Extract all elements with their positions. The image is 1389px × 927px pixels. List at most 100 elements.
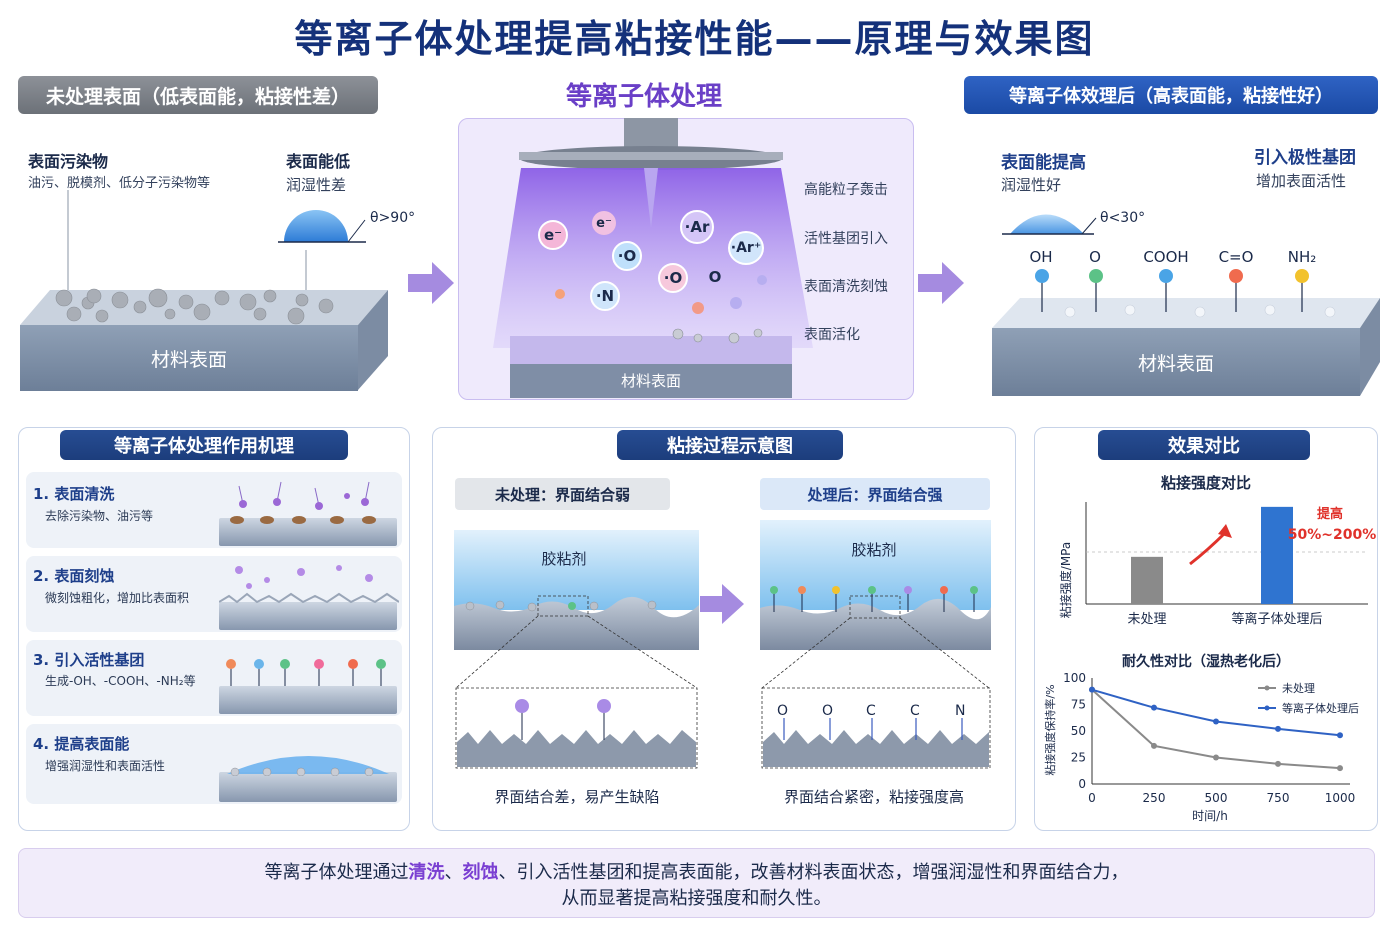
material-surface-center: 材料表面 <box>620 371 681 390</box>
durability-point-0-2 <box>1213 754 1219 761</box>
material-surface-right: 材料表面 <box>992 328 1360 396</box>
group-label-cooh: COOH <box>1143 248 1189 266</box>
adhesion-header: 粘接过程示意图 <box>617 430 843 460</box>
bar-category-untreated: 未处理 <box>1127 612 1166 627</box>
contact-angle-label: θ>90° <box>370 210 415 226</box>
cooh-group-ball <box>1159 269 1173 283</box>
species-nitrogen-radical: ·N <box>590 281 620 311</box>
step-3-surface <box>219 686 397 714</box>
mechanism-header: 等离子体处理作用机理 <box>60 430 348 460</box>
summary-highlight-clean: 清洗 <box>408 862 445 883</box>
oh-group-ball <box>1035 269 1049 283</box>
o-group-ball <box>1089 269 1103 283</box>
step-4-surface <box>219 772 397 802</box>
durability-ytick-25: 25 <box>1071 751 1086 765</box>
high-energy-title: 表面能提高 <box>1001 153 1086 173</box>
process-arrow-2 <box>918 262 964 304</box>
species-argon-radical: ·Ar <box>680 210 714 244</box>
bar-0 <box>1131 556 1163 604</box>
species-argon-ion: ·Ar⁺ <box>728 231 764 265</box>
durability-point-1-1 <box>1151 704 1157 711</box>
bar-chart: 粘接强度/MPa 提高 50%~200% 未处理 等离子体处理后 <box>1058 502 1376 627</box>
durability-point-0-1 <box>1151 742 1157 749</box>
treated-tag: 处理后：界面结合强 <box>760 478 990 510</box>
durability-ytick-0: 0 <box>1078 777 1086 791</box>
nh2-group-ball <box>1295 269 1309 283</box>
legend-dot-0 <box>1264 685 1270 691</box>
group-label-o: O <box>1089 248 1101 266</box>
page-title: 等离子体处理提高粘接性能——原理与效果图 <box>294 17 1095 61</box>
summary-line-2: 从而显著提高粘接强度和耐久性。 <box>561 888 832 909</box>
plasma-chamber-illustration <box>493 118 813 398</box>
water-droplet-high-angle <box>284 210 348 242</box>
group-label-oh: OH <box>1029 248 1053 266</box>
step-2-surface <box>219 602 397 630</box>
species-electron-1: e⁻ <box>538 220 568 250</box>
effect-header: 效果对比 <box>1098 430 1310 460</box>
summary-highlight-etch: 刻蚀 <box>462 862 499 883</box>
durability-point-1-3 <box>1275 725 1281 732</box>
group-label-co: C=O <box>1218 248 1254 266</box>
step-4-desc: 增强润湿性和表面活性 <box>45 759 166 773</box>
durability-point-1-4 <box>1337 732 1343 739</box>
step-3-desc: 生成-OH、-COOH、-NH₂等 <box>45 674 196 688</box>
durability-point-0-4 <box>1337 765 1343 772</box>
bar-1 <box>1261 506 1293 604</box>
contaminant-title: 表面污染物 <box>28 152 109 171</box>
untreated-bond-illustration <box>454 530 699 769</box>
step-4-wetting-icon <box>227 756 389 776</box>
step-4-title: 4. 提高表面能 <box>33 735 130 753</box>
zoom-label-c-2: C <box>910 703 920 719</box>
legend-label-1: 等离子体处理后 <box>1282 701 1359 715</box>
material-surface-left: 材料表面 <box>20 325 358 391</box>
step-2-etching-icon <box>219 565 399 604</box>
bar-chart-title: 粘接强度对比 <box>1160 474 1251 492</box>
durability-point-1-0 <box>1089 686 1095 693</box>
treated-surface-illustration: θ<30° <box>992 210 1380 396</box>
species-oxygen-radical-1: ·O <box>612 241 642 271</box>
summary-line-1: 等离子体处理通过清洗、刻蚀、引入活性基团和提高表面能，改善材料表面状态，增强润湿… <box>18 858 1375 884</box>
bar-chart-ylabel: 粘接强度/MPa <box>1058 542 1073 618</box>
effect-active-groups: 活性基团引入 <box>804 231 888 247</box>
step-1-contaminant-icon <box>230 481 376 524</box>
process-arrow-1 <box>408 262 454 304</box>
zoom-label-c-1: C <box>866 703 876 719</box>
low-energy-title: 表面能低 <box>286 152 351 171</box>
durability-xtick-500: 500 <box>1205 791 1228 805</box>
legend-label-0: 未处理 <box>1282 682 1315 695</box>
treated-bond-illustration <box>760 520 991 769</box>
adhesive-label-untreated: 胶粘剂 <box>541 550 587 568</box>
step-1-title: 1. 表面清洗 <box>33 485 115 503</box>
untreated-header: 未处理表面（低表面能，粘接性差） <box>18 76 378 114</box>
durability-ytick-50: 50 <box>1071 724 1086 738</box>
bar-category-treated: 等离子体处理后 <box>1231 611 1322 627</box>
effect-bombardment: 高能粒子轰击 <box>804 182 888 198</box>
step-1-desc: 去除污染物、油污等 <box>45 509 154 523</box>
durability-xtick-750: 750 <box>1267 791 1290 805</box>
zoom-label-o-2: O <box>822 703 834 719</box>
increase-value: 50%~200% <box>1288 527 1376 543</box>
increase-label: 提高 <box>1317 506 1343 522</box>
adhesion-arrow <box>700 584 744 624</box>
untreated-surface-illustration: θ>90° <box>20 190 415 390</box>
durability-point-0-3 <box>1275 760 1281 767</box>
water-droplet-low-angle <box>1010 214 1084 234</box>
species-oxygen-radical-2: ·O <box>658 263 688 293</box>
durability-point-1-2 <box>1213 718 1219 725</box>
legend-dot-1 <box>1264 705 1270 711</box>
durability-xlabel: 时间/h <box>1192 809 1228 823</box>
low-energy-desc: 润湿性差 <box>286 176 347 194</box>
high-energy-desc: 润湿性好 <box>1001 176 1062 194</box>
step-3-title: 3. 引入活性基团 <box>33 651 145 669</box>
effect-activation: 表面活化 <box>804 327 860 343</box>
species-electron-2: e⁻ <box>592 211 616 235</box>
adhesive-label-treated: 胶粘剂 <box>851 541 897 559</box>
co-group-ball <box>1229 269 1243 283</box>
zoom-label-o-1: O <box>777 703 789 719</box>
durability-xtick-0: 0 <box>1088 791 1096 805</box>
summary-box <box>18 848 1375 918</box>
group-label-nh2: NH₂ <box>1287 248 1317 266</box>
contaminant-desc: 油污、脱模剂、低分子污染物等 <box>28 176 211 191</box>
step-2-title: 2. 表面刻蚀 <box>33 567 115 585</box>
